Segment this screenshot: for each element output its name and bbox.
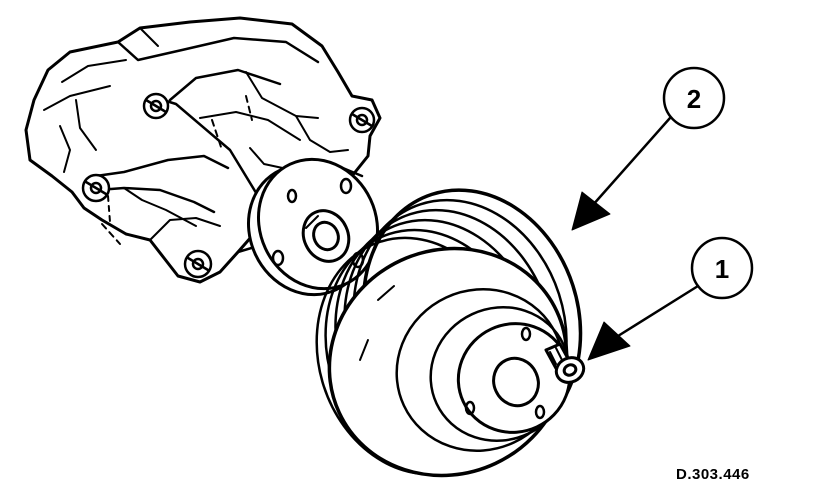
callout-1-leader (616, 284, 700, 338)
callout-1-circle (690, 236, 754, 300)
housing-mounting-bolts (81, 92, 376, 279)
callout-2-number: 2 (687, 84, 701, 114)
callout-1-number: 1 (715, 254, 729, 284)
housing-bolt (348, 106, 376, 134)
pulley-bolt (544, 342, 586, 384)
callout-2-circle (662, 66, 726, 130)
figure-reference-code: D.303.446 (676, 466, 750, 483)
callout-1-arrowhead (587, 321, 631, 361)
housing-bolt (81, 173, 111, 203)
housing-bolt (183, 249, 213, 279)
pump-hub-flange (246, 157, 380, 297)
callout-2-arrowhead (571, 191, 611, 231)
pulley (315, 188, 583, 478)
housing-bolt (142, 92, 170, 120)
callout-2: 2 (571, 66, 726, 231)
callout-2-leader (590, 116, 672, 208)
callout-1: 1 (587, 236, 754, 361)
